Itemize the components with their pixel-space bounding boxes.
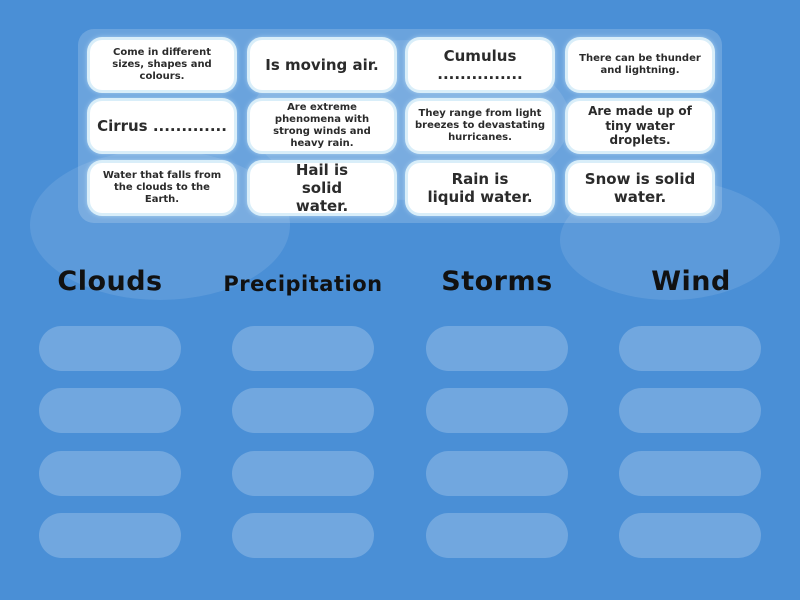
category-heading-storms: Storms — [441, 266, 553, 297]
category-heading-precipitation: Precipitation — [223, 272, 383, 296]
card-is-moving-air[interactable]: Is moving air. — [250, 40, 394, 90]
card-rain[interactable]: Rain is liquid water. — [408, 163, 552, 213]
drop-slot-clouds-2[interactable] — [39, 388, 181, 433]
card-cirrus[interactable]: Cirrus ............. — [90, 101, 234, 151]
category-heading-wind: Wind — [651, 266, 731, 297]
drop-slot-storms-3[interactable] — [426, 451, 568, 496]
drop-slot-wind-4[interactable] — [619, 513, 761, 558]
drop-slot-precipitation-3[interactable] — [232, 451, 374, 496]
card-thunder-lightning[interactable]: There can be thunder and lightning. — [568, 40, 712, 90]
category-heading-clouds: Clouds — [57, 266, 163, 297]
drop-slot-wind-2[interactable] — [619, 388, 761, 433]
drop-slot-storms-1[interactable] — [426, 326, 568, 371]
card-text: Is moving air. — [265, 56, 379, 74]
drop-slot-clouds-1[interactable] — [39, 326, 181, 371]
card-hail[interactable]: Hail is solid water. — [250, 161, 394, 215]
card-extreme-phenomena[interactable]: Are extreme phenomena with strong winds … — [250, 101, 394, 151]
card-cumulus[interactable]: Cumulus ............... — [408, 40, 552, 90]
card-text: Are made up of tiny water droplets. — [588, 104, 692, 148]
drop-slot-storms-2[interactable] — [426, 388, 568, 433]
card-text: There can be thunder and lightning. — [579, 53, 701, 76]
card-tiny-water-droplets[interactable]: Are made up of tiny water droplets. — [568, 101, 712, 151]
card-text: Are extreme phenomena with strong winds … — [273, 102, 371, 149]
drop-slot-precipitation-1[interactable] — [232, 326, 374, 371]
card-light-breezes[interactable]: They range from light breezes to devasta… — [408, 101, 552, 151]
drop-slot-precipitation-4[interactable] — [232, 513, 374, 558]
drop-slot-clouds-3[interactable] — [39, 451, 181, 496]
drop-slot-precipitation-2[interactable] — [232, 388, 374, 433]
drop-slot-wind-1[interactable] — [619, 326, 761, 371]
card-text: Snow is solid water. — [584, 170, 696, 206]
card-water-falls[interactable]: Water that falls from the clouds to the … — [90, 163, 234, 213]
card-text: Hail is solid water. — [295, 161, 349, 215]
card-text: Rain is liquid water. — [427, 170, 533, 206]
card-text: Water that falls from the clouds to the … — [102, 170, 222, 205]
card-text: Cirrus ............. — [97, 117, 227, 135]
drop-slot-clouds-4[interactable] — [39, 513, 181, 558]
card-text: They range from light breezes to devasta… — [415, 108, 545, 143]
drop-slot-storms-4[interactable] — [426, 513, 568, 558]
card-text: Come in different sizes, shapes and colo… — [112, 47, 212, 82]
drop-slot-wind-3[interactable] — [619, 451, 761, 496]
card-come-in-different-sizes[interactable]: Come in different sizes, shapes and colo… — [90, 40, 234, 90]
card-snow[interactable]: Snow is solid water. — [568, 163, 712, 213]
card-text: Cumulus ............... — [437, 47, 523, 83]
